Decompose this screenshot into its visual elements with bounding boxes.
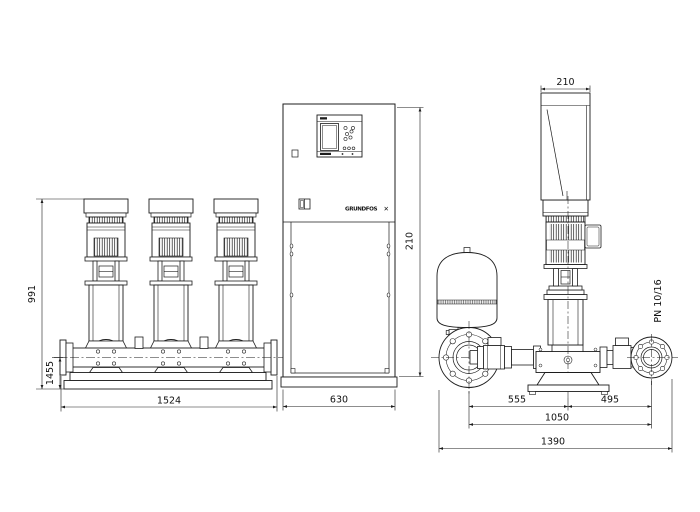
diaphragm-tank — [436, 247, 498, 342]
pump-3 — [213, 198, 259, 373]
dim-label-overall-height: 991 — [27, 285, 38, 303]
dim-side-center-to-discharge: 495 — [567, 381, 652, 429]
cabinet-logo: GRUNDFOS ✕ — [345, 205, 389, 213]
dim-front-manifold-height: 1455 — [45, 357, 66, 390]
suction-valve-top — [487, 337, 502, 346]
door-lock — [291, 149, 299, 158]
cabinet-door-edge — [546, 109, 564, 197]
pump-1 — [83, 198, 129, 373]
pump-2 — [148, 198, 194, 373]
pump-pedestal — [527, 372, 610, 395]
fan-cover — [542, 199, 589, 217]
control-panel — [316, 114, 363, 158]
side-view: 210 555 495 1050 1390 PN 10/16 — [431, 77, 678, 453]
dim-side-suction-to-center: 555 — [468, 391, 569, 429]
dim-front-cabinet-height: 210 — [397, 107, 424, 377]
dim-label-center-to-discharge: 495 — [601, 395, 619, 406]
dim-side-overall: 1390 — [438, 379, 673, 453]
front-view: GRUNDFOS ✕ 991 1455 1524 630 — [27, 103, 424, 412]
suction-piping — [469, 337, 541, 370]
dim-label-base-length: 1524 — [157, 396, 181, 407]
panel-logo-icon — [320, 117, 327, 120]
manifold-stub — [134, 336, 144, 349]
tank-seam — [437, 299, 497, 305]
dim-label-suction-to-center: 555 — [508, 395, 526, 406]
panel-buttons — [342, 126, 356, 151]
dim-label-cabinet-depth: 210 — [556, 77, 574, 88]
dim-label-cabinet-width: 630 — [330, 395, 348, 406]
dim-front-base-length: 1524 — [60, 376, 278, 412]
dim-side-cabinet-depth: 210 — [540, 77, 591, 92]
cabinet-plinth — [280, 376, 398, 388]
suction-flange-bolts — [442, 331, 495, 384]
control-cabinet: GRUNDFOS ✕ — [280, 103, 398, 388]
discharge-flange — [627, 334, 678, 385]
dim-label-flange-span: 1050 — [545, 413, 569, 424]
base-frame — [63, 372, 273, 390]
door-hinges — [289, 243, 391, 298]
discharge-valve-top — [615, 337, 629, 346]
dim-side-flange-span: 1050 — [468, 413, 652, 426]
pump-side — [535, 199, 602, 373]
terminal-box — [584, 224, 602, 249]
suction-manifold — [54, 336, 283, 376]
pump-group — [83, 198, 259, 373]
main-switch — [298, 198, 311, 210]
pump-sleeve — [547, 299, 584, 346]
dim-label-cabinet-height: 210 — [405, 232, 416, 250]
manifold-stub — [199, 336, 209, 349]
dim-label-manifold-height: 1455 — [45, 361, 56, 385]
pump-flange-bolts — [96, 349, 247, 366]
pn-rating-label: PN 10/16 — [653, 279, 664, 322]
dim-label-overall: 1390 — [541, 437, 565, 448]
cabinet-side-profile — [540, 92, 591, 201]
brand-mark: ✕ — [384, 205, 389, 213]
brand-label: GRUNDFOS — [345, 207, 378, 213]
dim-front-cabinet-width: 630 — [282, 389, 396, 411]
